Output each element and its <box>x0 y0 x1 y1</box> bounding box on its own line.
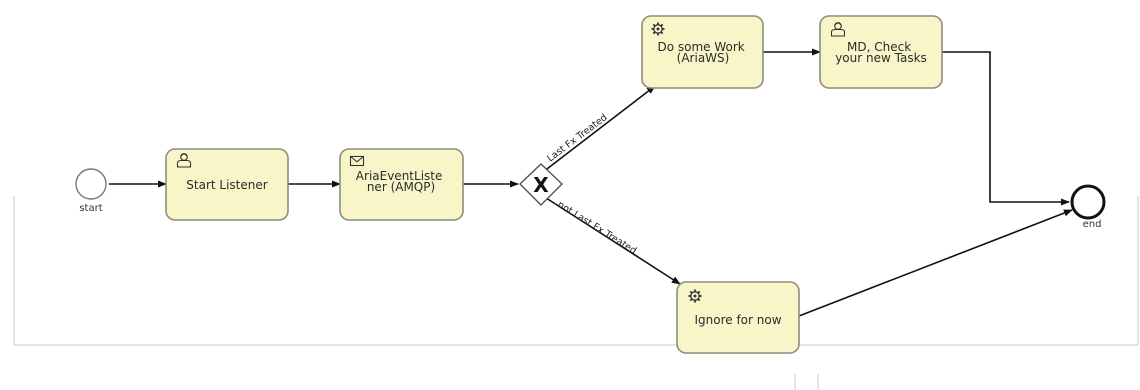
gear-icon <box>687 288 703 304</box>
gear-icon <box>650 21 666 37</box>
start-event[interactable] <box>75 168 107 200</box>
task-aria-label-line2: ner (AMQP) <box>367 180 435 194</box>
task-start-listener-label: Start Listener <box>186 178 267 192</box>
flow-label-last-fx: Last Fx Treated <box>545 112 609 164</box>
exclusive-gateway[interactable]: X <box>518 163 564 206</box>
svg-text:AriaEventListe ner (AMQP: AriaEventListe ner (AMQP) <box>356 169 446 194</box>
task-md-check-line2: your new Tasks <box>835 51 927 65</box>
task-do-some-work-line2: (AriaWS) <box>677 51 730 65</box>
task-md-check[interactable]: MD, Check your new Tasks <box>819 15 943 89</box>
svg-text:Ignore for now: Ignore for now <box>694 313 781 327</box>
task-aria-label-line1: AriaEventListe <box>356 169 443 183</box>
task-start-listener[interactable]: Start Listener <box>165 148 289 221</box>
flow-gateway-to-do-some-work[interactable] <box>542 85 656 173</box>
task-md-check-line1: MD, Check <box>847 40 911 54</box>
task-aria-event-listener[interactable]: AriaEventListe ner (AMQP) <box>339 148 464 221</box>
flow-ignore-to-end[interactable] <box>798 209 1073 317</box>
canvas-guides <box>13 196 1139 390</box>
start-event-label: start <box>79 203 102 214</box>
task-ignore-label: Ignore for now <box>694 313 781 327</box>
gateway-x-symbol: X <box>533 173 549 197</box>
task-do-some-work-line1: Do some Work <box>657 40 744 54</box>
flow-gateway-to-ignore[interactable] <box>542 195 681 285</box>
svg-text:Do some Work (AriaWS): Do some Work (AriaWS) <box>657 40 748 65</box>
sequence-flows <box>109 48 1073 317</box>
svg-text:Start Listener: Start Listener <box>186 178 267 192</box>
flow-label-not-last-fx: not Last Fx Treated <box>555 199 638 256</box>
end-event[interactable] <box>1070 184 1106 220</box>
task-ignore-for-now[interactable]: Ignore for now <box>676 281 800 354</box>
svg-text:MD, Check your new Tasks: MD, Check your new Tasks <box>835 40 927 65</box>
flow-md-check-to-end[interactable] <box>942 51 1070 206</box>
task-do-some-work[interactable]: Do some Work (AriaWS) <box>641 15 764 89</box>
end-event-label: end <box>1083 219 1102 230</box>
